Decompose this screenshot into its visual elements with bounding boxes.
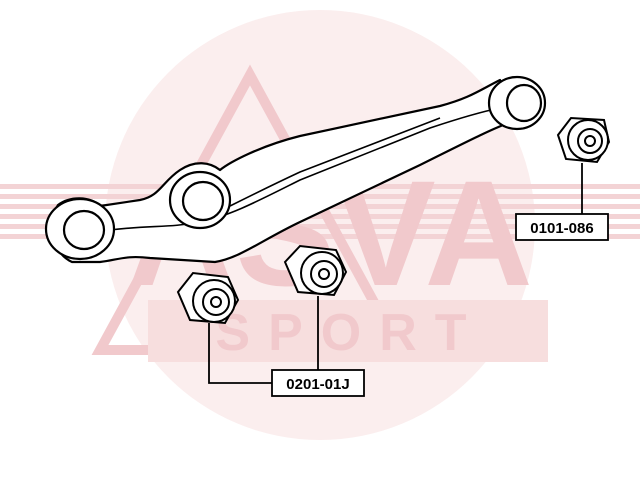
callout-bottom: 0201-01J — [271, 369, 365, 397]
callout-box-bottom — [271, 369, 365, 397]
callout-top-right: 0101-086 — [515, 213, 609, 241]
arm-rib — [109, 107, 501, 231]
bushing-top-right — [556, 116, 611, 164]
part-number-bottom: 0201-01J — [286, 376, 349, 393]
callout-box-top-right — [515, 213, 609, 241]
bushing-bottom-left — [176, 271, 240, 325]
bushing-middle — [283, 244, 348, 297]
arm-right-eye-bore — [505, 83, 543, 123]
arm-rib-inner — [229, 117, 441, 207]
leader-bottom-left — [208, 323, 272, 384]
watermark-sub-text: SPORT — [215, 304, 484, 362]
arm-body — [51, 78, 518, 264]
arm-middle-eye-bore — [181, 180, 225, 222]
control-arm — [44, 75, 547, 264]
leader-lines — [208, 163, 583, 384]
arm-left-eye-bore — [62, 209, 106, 251]
part-number-top-right: 0101-086 — [530, 220, 593, 237]
